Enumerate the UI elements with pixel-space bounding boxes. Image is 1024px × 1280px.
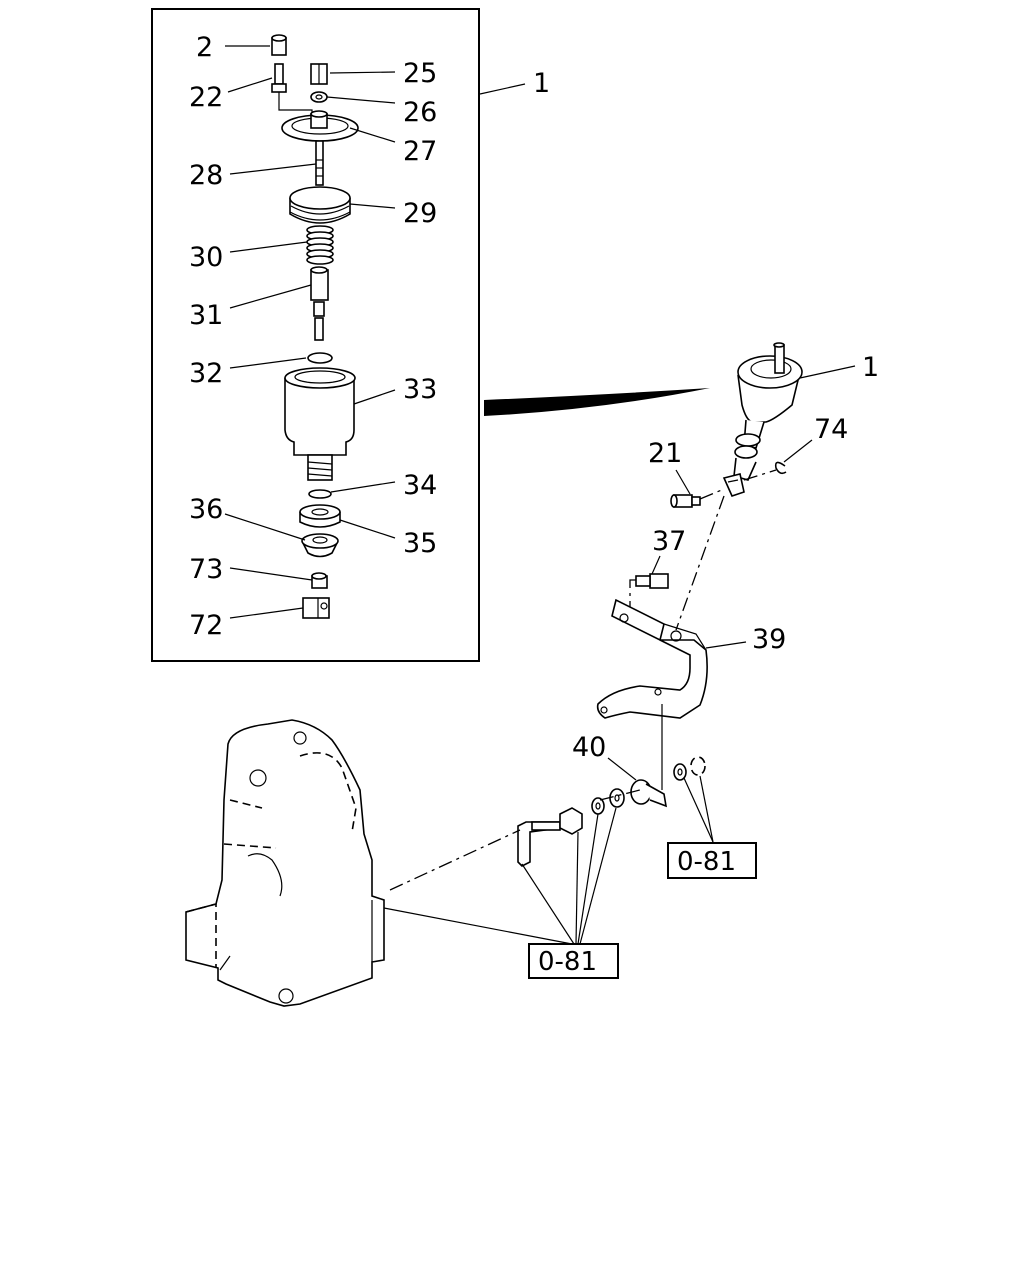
ref-box-right: [667, 842, 757, 879]
leader-74: [783, 439, 813, 463]
part-73-nut: [311, 572, 328, 589]
centerline-74: [743, 469, 777, 481]
callout-1-right: 1: [862, 352, 879, 383]
right-washers: [673, 756, 706, 781]
callout-74: 74: [814, 414, 848, 445]
detail-frame: [151, 8, 480, 662]
part-35-nut: [299, 504, 341, 528]
ref-box-bottom: [528, 943, 619, 979]
part-39-bracket: [596, 598, 708, 719]
part-25-nut: [310, 63, 328, 85]
callout-1-box: 1: [533, 68, 550, 99]
detail-pointer-wedge: [484, 388, 710, 416]
leader-ref-right-b: [699, 775, 714, 843]
callout-27: 27: [403, 136, 437, 167]
callout-30: 30: [189, 242, 223, 273]
callout-40: 40: [572, 732, 606, 763]
part-22-screw: [271, 63, 313, 118]
leader-37: [651, 555, 661, 575]
ref-label-bottom: 0-81: [538, 947, 597, 977]
part-72-block: [302, 597, 330, 619]
callout-36: 36: [189, 494, 223, 525]
shaft-parts: [517, 788, 625, 867]
callout-73: 73: [189, 554, 223, 585]
callout-32: 32: [189, 358, 223, 389]
callout-21: 21: [648, 438, 682, 469]
callout-26: 26: [403, 97, 437, 128]
part-2-cap: [271, 34, 287, 56]
centerline-21: [699, 488, 725, 500]
part-74-clip: [774, 461, 787, 475]
callout-72: 72: [189, 610, 223, 641]
part-32-snap-ring: [307, 352, 333, 364]
pump-housing: [185, 719, 385, 1007]
part-27-flange: [281, 110, 359, 142]
part-33-housing: [284, 367, 356, 481]
callout-22: 22: [189, 82, 223, 113]
part-29-cap: [289, 186, 351, 224]
callout-39: 39: [752, 624, 786, 655]
callout-29: 29: [403, 198, 437, 229]
part-26-washer: [310, 91, 328, 103]
ref-label-right: 0-81: [677, 847, 736, 877]
leader-ref-right-a: [683, 777, 714, 843]
callout-25: 25: [403, 58, 437, 89]
callout-2: 2: [196, 32, 213, 63]
callout-28: 28: [189, 160, 223, 191]
centerline-37: [629, 579, 636, 612]
callout-33: 33: [403, 374, 437, 405]
leader-ref-bottom: [383, 807, 617, 945]
callout-37: 37: [652, 526, 686, 557]
part-36-nozzle: [301, 533, 339, 558]
part-30-spring: [306, 225, 334, 265]
part-37-bolt: [635, 573, 669, 589]
centerline-1-to-39: [675, 495, 725, 631]
part-40-lever: [630, 704, 668, 808]
part-1-assembly: [722, 342, 803, 497]
callout-34: 34: [403, 470, 437, 501]
part-28-spindle: [315, 140, 324, 186]
leader-39: [705, 641, 747, 649]
part-31-plunger: [310, 266, 329, 341]
part-34-washer: [308, 489, 332, 499]
leader-21: [675, 469, 691, 495]
centerline-washers: [599, 789, 641, 801]
leader-lines-box: [224, 45, 526, 619]
part-21-bolt: [670, 494, 701, 508]
leader-40: [607, 757, 637, 781]
leader-1-right: [799, 365, 856, 379]
callout-35: 35: [403, 528, 437, 559]
callout-31: 31: [189, 300, 223, 331]
centerline-shaft: [389, 829, 521, 891]
